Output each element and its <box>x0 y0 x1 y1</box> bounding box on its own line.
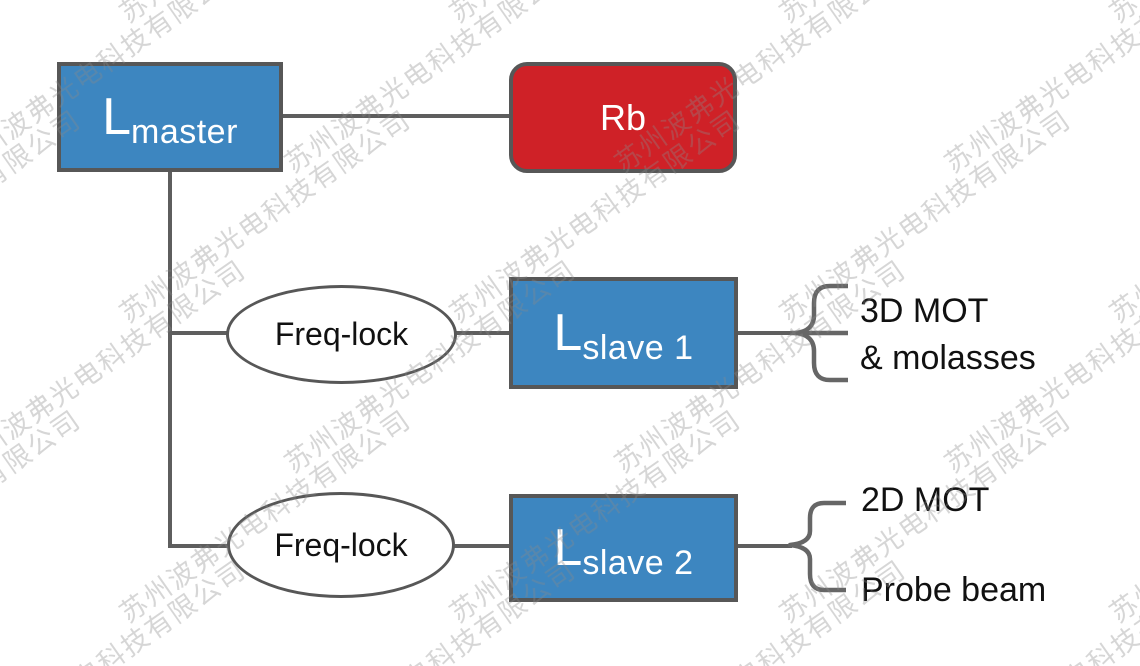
beam-splitter-fork-icon <box>790 283 848 383</box>
slave-laser-2-symbol: L <box>553 519 583 577</box>
connector-slave1-brace <box>734 331 792 335</box>
slave2-output-top-label: 2D MOT <box>861 481 990 519</box>
freq-lock-1-label: Freq-lock <box>274 316 409 352</box>
connector-slave2-brace <box>734 544 792 548</box>
slave2-output-bottom-label: Probe beam <box>861 571 1047 609</box>
watermark-text: 苏州波弗光电科技有限公司 <box>770 0 1077 30</box>
slave-laser-2-subscript: slave 2 <box>582 544 694 582</box>
connector-branch-1 <box>168 331 230 335</box>
watermark-text: 苏州波弗光电科技有限公司 <box>939 0 1140 179</box>
watermark-text: 苏州波弗光电科技有限公司 <box>440 0 747 30</box>
slave-laser-1-subscript: slave 1 <box>582 329 694 367</box>
slave-laser-1-symbol: L <box>553 304 583 362</box>
watermark-text: 苏州波弗光电科技有限公司 <box>110 0 417 30</box>
slave1-output-label: 3D MOT & molasses <box>860 288 1036 382</box>
freq-lock-1-node: Freq-lock <box>226 285 457 384</box>
master-laser-subscript: master <box>131 113 238 151</box>
slave1-output-line1: 3D MOT <box>860 292 989 330</box>
slave1-output-line2: & molasses <box>860 339 1036 377</box>
connector-master-trunk <box>168 169 172 548</box>
watermark-text: 苏州波弗光电科技有限公司 <box>1104 404 1140 629</box>
connector-freqlock1-slave1 <box>453 331 512 335</box>
freq-lock-2-label: Freq-lock <box>274 526 408 563</box>
rb-cell-label: Rb <box>599 96 647 138</box>
beam-splitter-brace-icon <box>788 500 846 593</box>
connector-freqlock2-slave2 <box>450 544 512 548</box>
master-laser-symbol: L <box>102 88 131 146</box>
watermark-text: 苏州波弗光电科技有限公司 <box>1104 104 1140 329</box>
watermark-text: 苏州波弗光电科技有限公司 <box>0 404 87 629</box>
watermark-text: 苏州波弗光电科技有限公司 <box>0 549 253 666</box>
watermark-text: 苏州波弗光电科技有限公司 <box>0 254 252 479</box>
freq-lock-2-node: Freq-lock <box>227 492 455 598</box>
connector-master-rb <box>280 114 511 118</box>
connector-branch-2 <box>168 544 232 548</box>
rb-cell-node: Rb <box>509 62 737 173</box>
watermark-text: 苏州波弗光电科技有限公司 <box>1100 0 1140 30</box>
watermark-text: 苏州波弗光电科技有限公司 <box>0 0 88 30</box>
